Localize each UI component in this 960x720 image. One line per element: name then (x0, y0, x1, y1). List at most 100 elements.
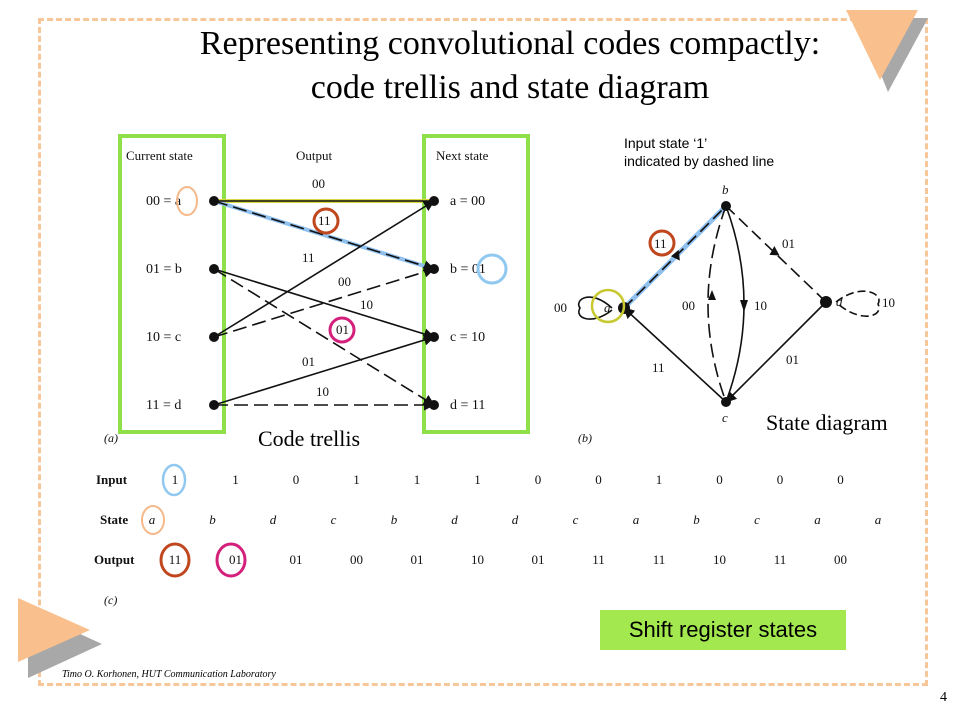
footer-credit: Timo O. Korhonen, HUT Communication Labo… (62, 669, 276, 680)
annotation-line-2: indicated by dashed line (624, 153, 775, 169)
branch-c-a (213, 200, 435, 338)
input-cell: 0 (837, 472, 844, 487)
edge-label-01-dc: 01 (786, 352, 799, 367)
state-cell: a (875, 512, 882, 527)
trellis-node-right-b (429, 264, 439, 274)
output-cell: 00 (834, 552, 847, 567)
output-cell: 11 (592, 552, 605, 567)
state-diagram-caption: State diagram (766, 410, 888, 435)
circle-edge-11 (648, 229, 676, 257)
right-state-d: d = 11 (450, 398, 485, 413)
state-cell: b (693, 512, 700, 527)
input-cell: 0 (535, 472, 542, 487)
branch-label-10-mid: 10 (360, 297, 373, 312)
trellis-node-right-c (429, 332, 439, 342)
edge-label-10-bc: 10 (754, 298, 767, 313)
input-cell: 0 (716, 472, 723, 487)
branch-label-01-mid: 01 (336, 322, 349, 337)
node-label-d: d (836, 294, 843, 309)
trellis-node-left-b (209, 264, 219, 274)
state-cell: c (754, 512, 760, 527)
circle-input-1 (161, 463, 187, 497)
slide-border (38, 18, 928, 686)
current-state-box (118, 134, 226, 434)
state-cell: b (391, 512, 398, 527)
edge-label-00-cb: 00 (682, 298, 695, 313)
input-cell: 0 (595, 472, 602, 487)
edge-b-c-solid (725, 205, 745, 403)
branch-label-10-bottom: 10 (316, 384, 329, 399)
next-state-box (422, 134, 530, 434)
shift-register-states-label: Shift register states (600, 610, 846, 650)
edge-c-a (623, 307, 727, 403)
highlight-path-a-b (213, 199, 435, 271)
input-cell: 1 (474, 472, 481, 487)
row-header-output: Output (94, 552, 135, 567)
edge-b-d (725, 205, 827, 303)
left-state-c: 10 = c (146, 330, 181, 345)
output-cell: 10 (471, 552, 484, 567)
trellis-node-right-a (429, 196, 439, 206)
output-cell: 01 (532, 552, 545, 567)
trellis-node-right-d (429, 400, 439, 410)
circle-node-a (590, 288, 626, 324)
header-output: Output (296, 148, 333, 163)
input-cell: 1 (656, 472, 663, 487)
input-cell: 1 (172, 472, 179, 487)
input-cell: 1 (353, 472, 360, 487)
edge-label-00-loop: 00 (554, 300, 567, 315)
edge-d-c (725, 301, 827, 403)
input-cell: 0 (777, 472, 784, 487)
node-label-b: b (722, 182, 729, 197)
node-label-a: a (604, 300, 611, 315)
state-cell: a (814, 512, 821, 527)
state-cell: c (573, 512, 579, 527)
state-cell: a (633, 512, 640, 527)
trellis-node-left-a (209, 196, 219, 206)
circle-output-11-seq (159, 542, 191, 578)
state-cell: c (331, 512, 337, 527)
output-cell: 01 (229, 552, 242, 567)
branch-label-11-lower: 11 (302, 250, 315, 265)
branch-label-01-lower: 01 (302, 354, 315, 369)
branch-label-00-mid: 00 (338, 274, 351, 289)
right-state-c: c = 10 (450, 330, 485, 345)
edge-label-01-bd: 01 (782, 236, 795, 251)
input-cell: 1 (232, 472, 239, 487)
output-cell: 11 (653, 552, 666, 567)
arrow-b-c (740, 300, 748, 312)
output-cell: 00 (350, 552, 363, 567)
row-header-state: State (100, 512, 128, 527)
state-node-c (721, 397, 731, 407)
slide-title: Representing convolutional codes compact… (110, 22, 910, 110)
node-label-c: c (722, 410, 728, 425)
state-cell: d (512, 512, 519, 527)
output-cell: 11 (169, 552, 182, 567)
title-line-2: code trellis and state diagram (310, 69, 710, 106)
edge-label-11-ca: 11 (652, 360, 665, 375)
circle-next-state-01 (476, 253, 508, 285)
trellis-node-left-c (209, 332, 219, 342)
code-trellis: Current state Output Next state 00 = a 0… (104, 134, 530, 445)
branch-label-11-upper: 11 (318, 213, 331, 228)
arrow-a-b (671, 249, 680, 261)
output-cell: 01 (290, 552, 303, 567)
annotation-line-1: Input state ‘1’ (624, 135, 708, 151)
left-state-d: 11 = d (146, 398, 181, 413)
label-a: (a) (104, 431, 118, 445)
state-node-d (820, 296, 832, 308)
branch-d-c (213, 334, 436, 406)
state-cell: a (149, 512, 156, 527)
circle-output-11 (312, 207, 340, 235)
row-header-input: Input (96, 472, 128, 487)
output-cell: 10 (713, 552, 726, 567)
decor-triangle-bottom-left (18, 598, 102, 678)
page-number: 4 (940, 690, 947, 705)
loop-d (835, 290, 880, 317)
circle-output-01-seq (215, 542, 247, 578)
output-cell: 11 (774, 552, 787, 567)
